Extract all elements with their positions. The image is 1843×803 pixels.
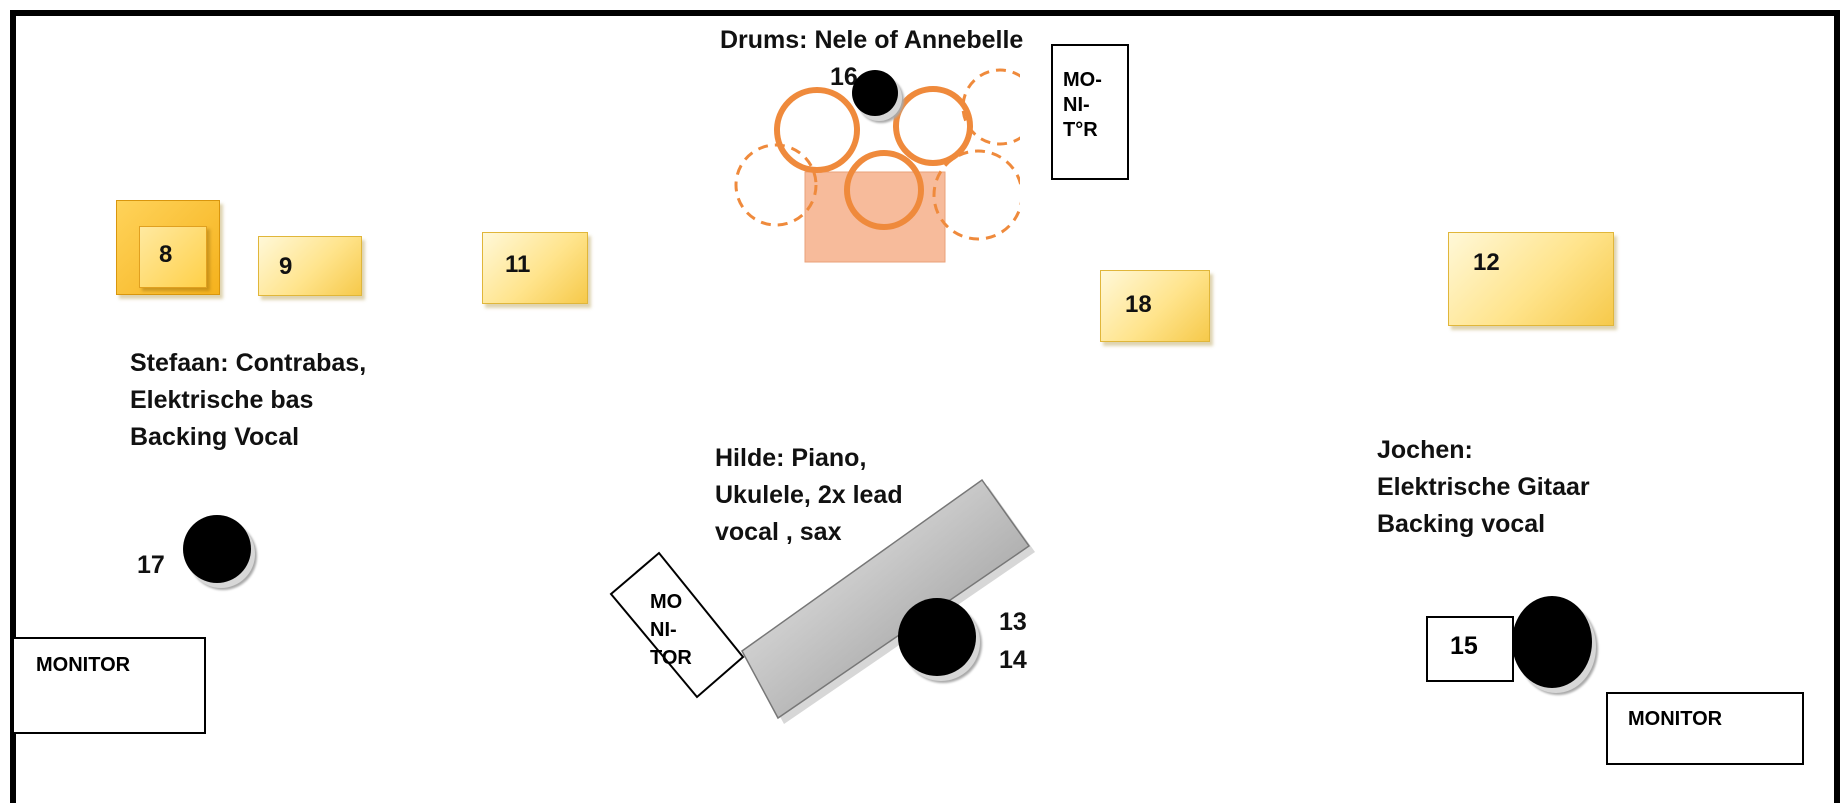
- stefaan-line-2: Elektrische bas: [130, 386, 314, 414]
- piano-monitor-line-2: NI-: [650, 619, 677, 641]
- tom-left: [774, 87, 860, 173]
- piano-graphic: [609, 478, 1035, 724]
- drum-monitor: MO- NI- T°R: [1051, 44, 1129, 180]
- amp-11: 11: [482, 232, 588, 304]
- monitor-right: MONITOR: [1606, 692, 1804, 765]
- amp-18: 18: [1100, 270, 1210, 342]
- tom-right: [893, 86, 973, 166]
- jochen-line-1: Jochen:: [1377, 436, 1473, 464]
- drum-riser: [804, 171, 946, 263]
- drum-mic-icon: [852, 70, 898, 116]
- cymbal-right: [932, 149, 1020, 241]
- piano-monitor-label: MO NI- TOR: [650, 588, 692, 672]
- cymbal-right-top: [961, 68, 1020, 146]
- stefaan-mic-number: 17: [137, 551, 165, 580]
- drums-label: Drums: Nele of Annebelle: [720, 26, 1024, 54]
- stefaan-line-3: Backing Vocal: [130, 423, 300, 451]
- stefaan-mic-icon: [183, 515, 251, 583]
- amp-12: 12: [1448, 232, 1614, 326]
- amp-18-label: 18: [1125, 291, 1152, 318]
- jochen-mic-icon: [1512, 596, 1592, 688]
- amp-12-label: 12: [1473, 249, 1500, 276]
- stage-area: [10, 10, 1840, 803]
- stefaan-line-1: Stefaan: Contrabas,: [130, 349, 367, 377]
- piano: [741, 478, 1031, 720]
- hilde-mic-number-1: 13: [999, 608, 1027, 636]
- hilde-label: Hilde: Piano, Ukulele, 2x lead vocal , s…: [715, 440, 903, 551]
- amp-9-label: 9: [279, 253, 293, 280]
- jochen-label: Jochen: Elektrische Gitaar Backing vocal: [1377, 432, 1590, 543]
- snare-drum: [844, 150, 924, 230]
- amp-9: 9: [258, 236, 362, 296]
- hilde-line-3: vocal , sax: [715, 518, 842, 546]
- jochen-line-2: Elektrische Gitaar: [1377, 473, 1590, 501]
- monitor-left: MONITOR: [12, 637, 206, 734]
- drum-monitor-line-1: MO-: [1063, 69, 1102, 91]
- stefaan-label: Stefaan: Contrabas, Elektrische bas Back…: [130, 345, 366, 456]
- piano-monitor: [609, 551, 745, 699]
- drum-monitor-line-2: NI-: [1063, 94, 1090, 116]
- piano-monitor-line-3: TOR: [650, 647, 692, 669]
- piano-monitor-line-1: MO: [650, 591, 683, 613]
- amp-8: 8: [116, 200, 220, 295]
- hilde-line-1: Hilde: Piano,: [715, 444, 867, 472]
- hilde-mic-number-2: 14: [999, 646, 1027, 674]
- cymbal-left: [734, 143, 818, 227]
- amp-8-label: 8: [159, 241, 173, 268]
- hilde-line-2: Ukulele, 2x lead: [715, 481, 903, 509]
- jochen-line-3: Backing vocal: [1377, 510, 1546, 538]
- drum-monitor-line-3: T°R: [1063, 119, 1098, 141]
- amp-8-inner: [139, 226, 207, 288]
- hilde-mic-icon: [898, 598, 976, 676]
- jochen-mic-number: 15: [1426, 616, 1514, 682]
- amp-11-label: 11: [505, 251, 531, 278]
- drum-kit: [734, 68, 1020, 263]
